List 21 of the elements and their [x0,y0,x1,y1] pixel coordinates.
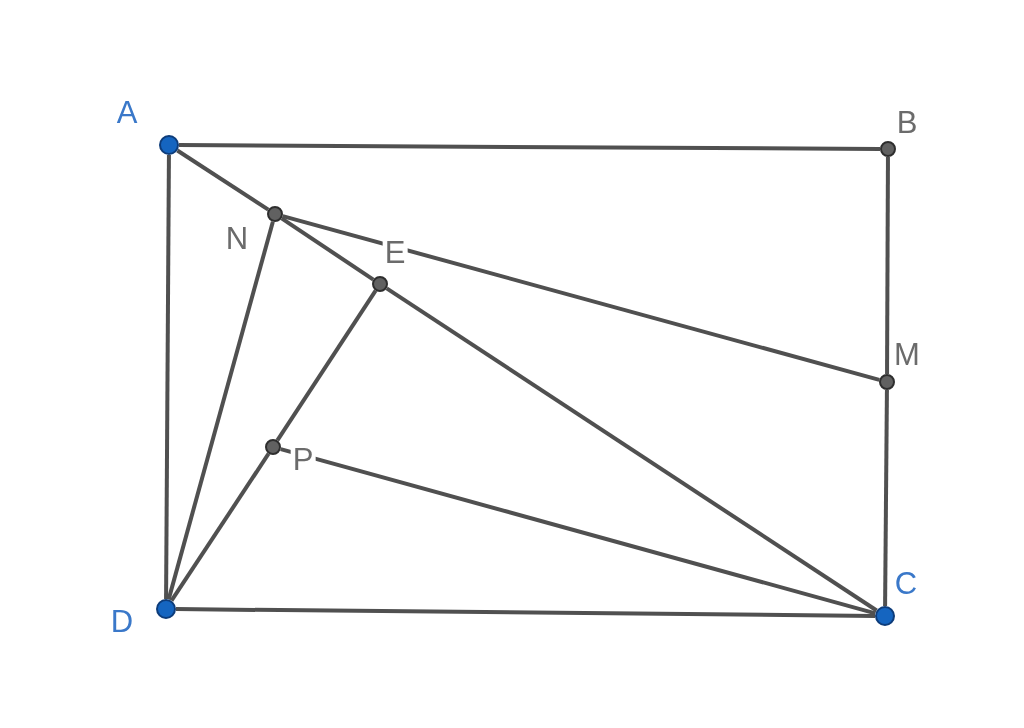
point-dot [875,606,895,626]
line-segment [176,148,270,212]
point-dot [265,439,281,455]
point-dot [880,141,896,157]
line-segment [280,216,375,282]
point-dot [267,206,283,222]
line-segment [885,157,890,374]
line-segment [166,221,275,600]
point-dot [879,374,895,390]
line-segment [385,286,878,613]
line-segment [169,452,271,602]
line-segment [883,390,889,606]
point-dot [372,276,388,292]
line-segment [280,447,876,616]
line-segment [275,289,378,442]
line-segment [176,607,875,618]
line-segment [164,155,171,599]
line-segment [282,214,880,382]
point-dot [156,599,176,619]
point-dot [159,135,179,155]
line-segment [179,143,880,151]
